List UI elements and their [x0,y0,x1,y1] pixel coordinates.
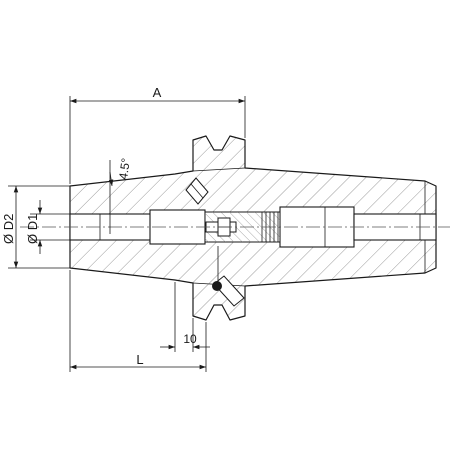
dimension-angle: 4.5° [108,157,133,234]
dimension-flange: 10 [160,282,210,352]
radial-screw-upper [185,177,209,205]
dimension-d2-label: Ø D2 [1,214,16,244]
dimension-d1-label: Ø D1 [25,214,40,244]
dimension-l: L [69,270,207,372]
dimension-l-label: L [136,352,143,367]
dimension-a: A [69,85,246,184]
dimension-angle-label: 4.5° [116,157,133,180]
dimension-a-label: A [153,85,162,100]
dimension-flange-label: 10 [183,332,197,346]
dimension-d1: Ø D1 [25,200,70,254]
dimension-d2: Ø D2 [1,185,70,269]
holder-body [70,136,436,320]
radial-screw-lower [212,246,245,307]
